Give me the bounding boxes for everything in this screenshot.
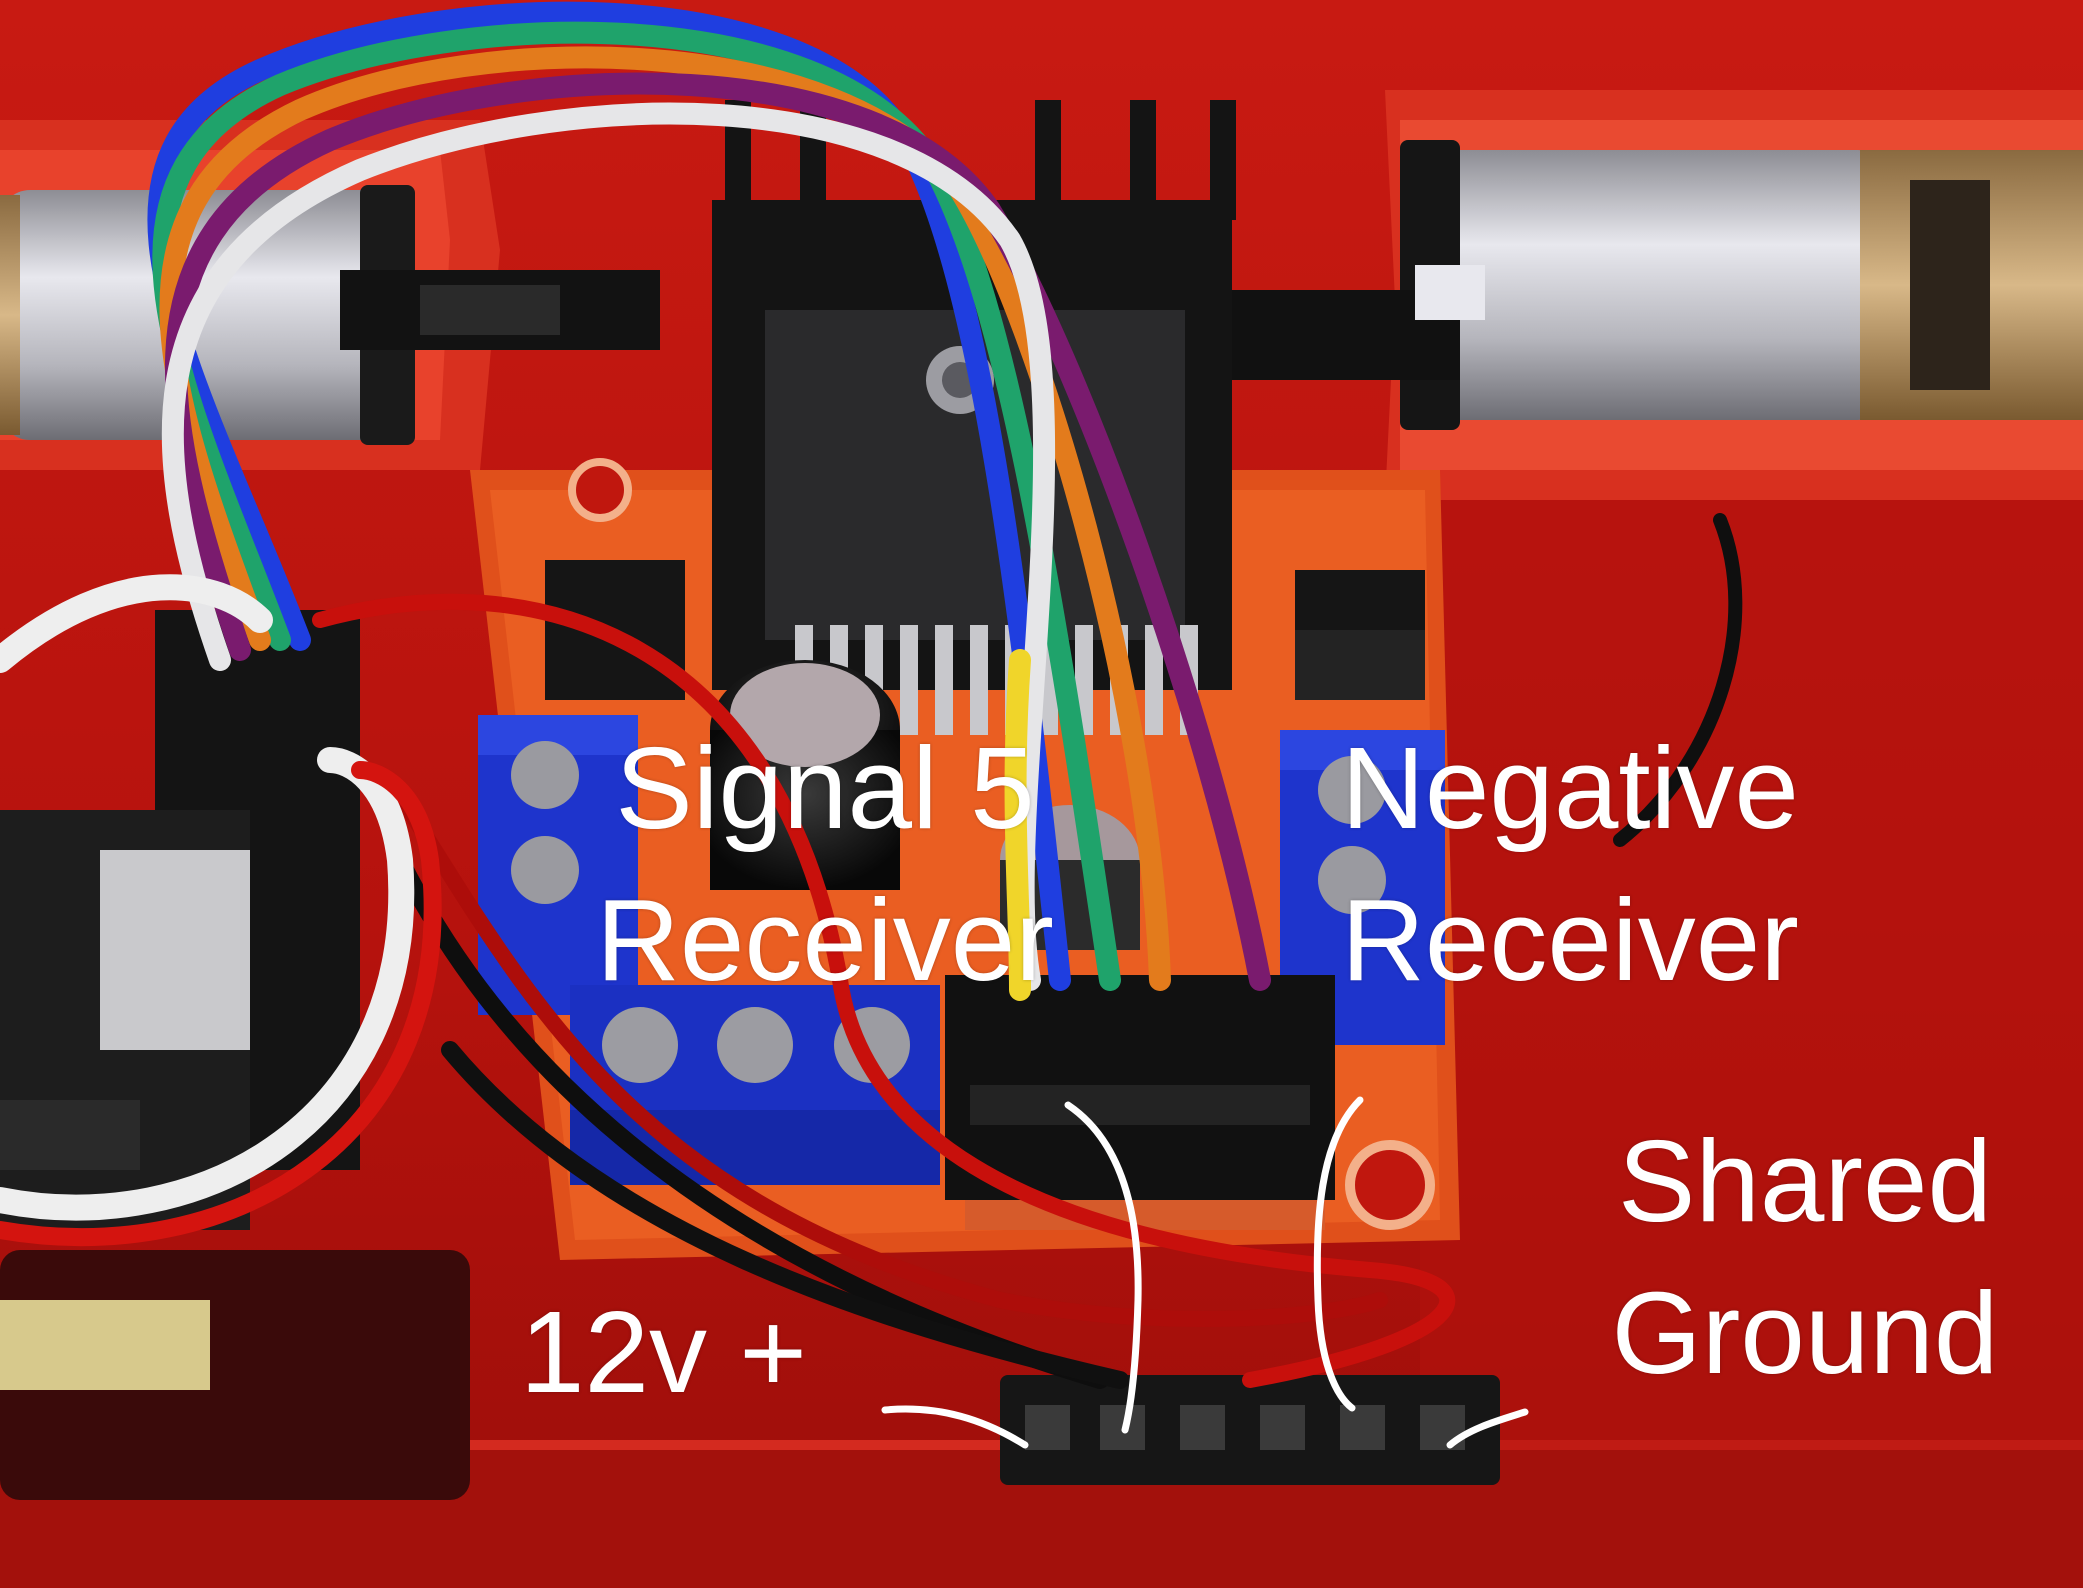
- ribbon-cable: [147, 1, 1271, 1001]
- power-wires: [312, 513, 1743, 1389]
- signal-receiver-line-1: Signal 5: [615, 723, 1035, 853]
- left-module: [0, 610, 470, 1500]
- negative-receiver-line-2: Receiver: [1341, 875, 1799, 1005]
- screw-terminal-bottom: [570, 985, 940, 1185]
- screw-terminal-left: [478, 715, 638, 1015]
- input-header: [945, 975, 1335, 1230]
- bottom-header: [1000, 1375, 1500, 1485]
- signal-receiver-label: Signal 5 Receiver: [545, 712, 1105, 1016]
- negative-receiver-line-1: Negative: [1341, 723, 1799, 853]
- supply-label: 12v +: [520, 1287, 807, 1417]
- shared-ground-line-1: Shared: [1617, 1116, 1993, 1246]
- negative-receiver-label: Negative Receiver: [1290, 712, 1850, 1016]
- white-cable: [0, 574, 442, 1247]
- signal-receiver-line-2: Receiver: [596, 875, 1054, 1005]
- right-motor: [1230, 90, 2083, 500]
- shared-ground-line-2: Ground: [1611, 1268, 1999, 1398]
- shared-ground-label: Shared Ground: [1570, 1105, 2040, 1409]
